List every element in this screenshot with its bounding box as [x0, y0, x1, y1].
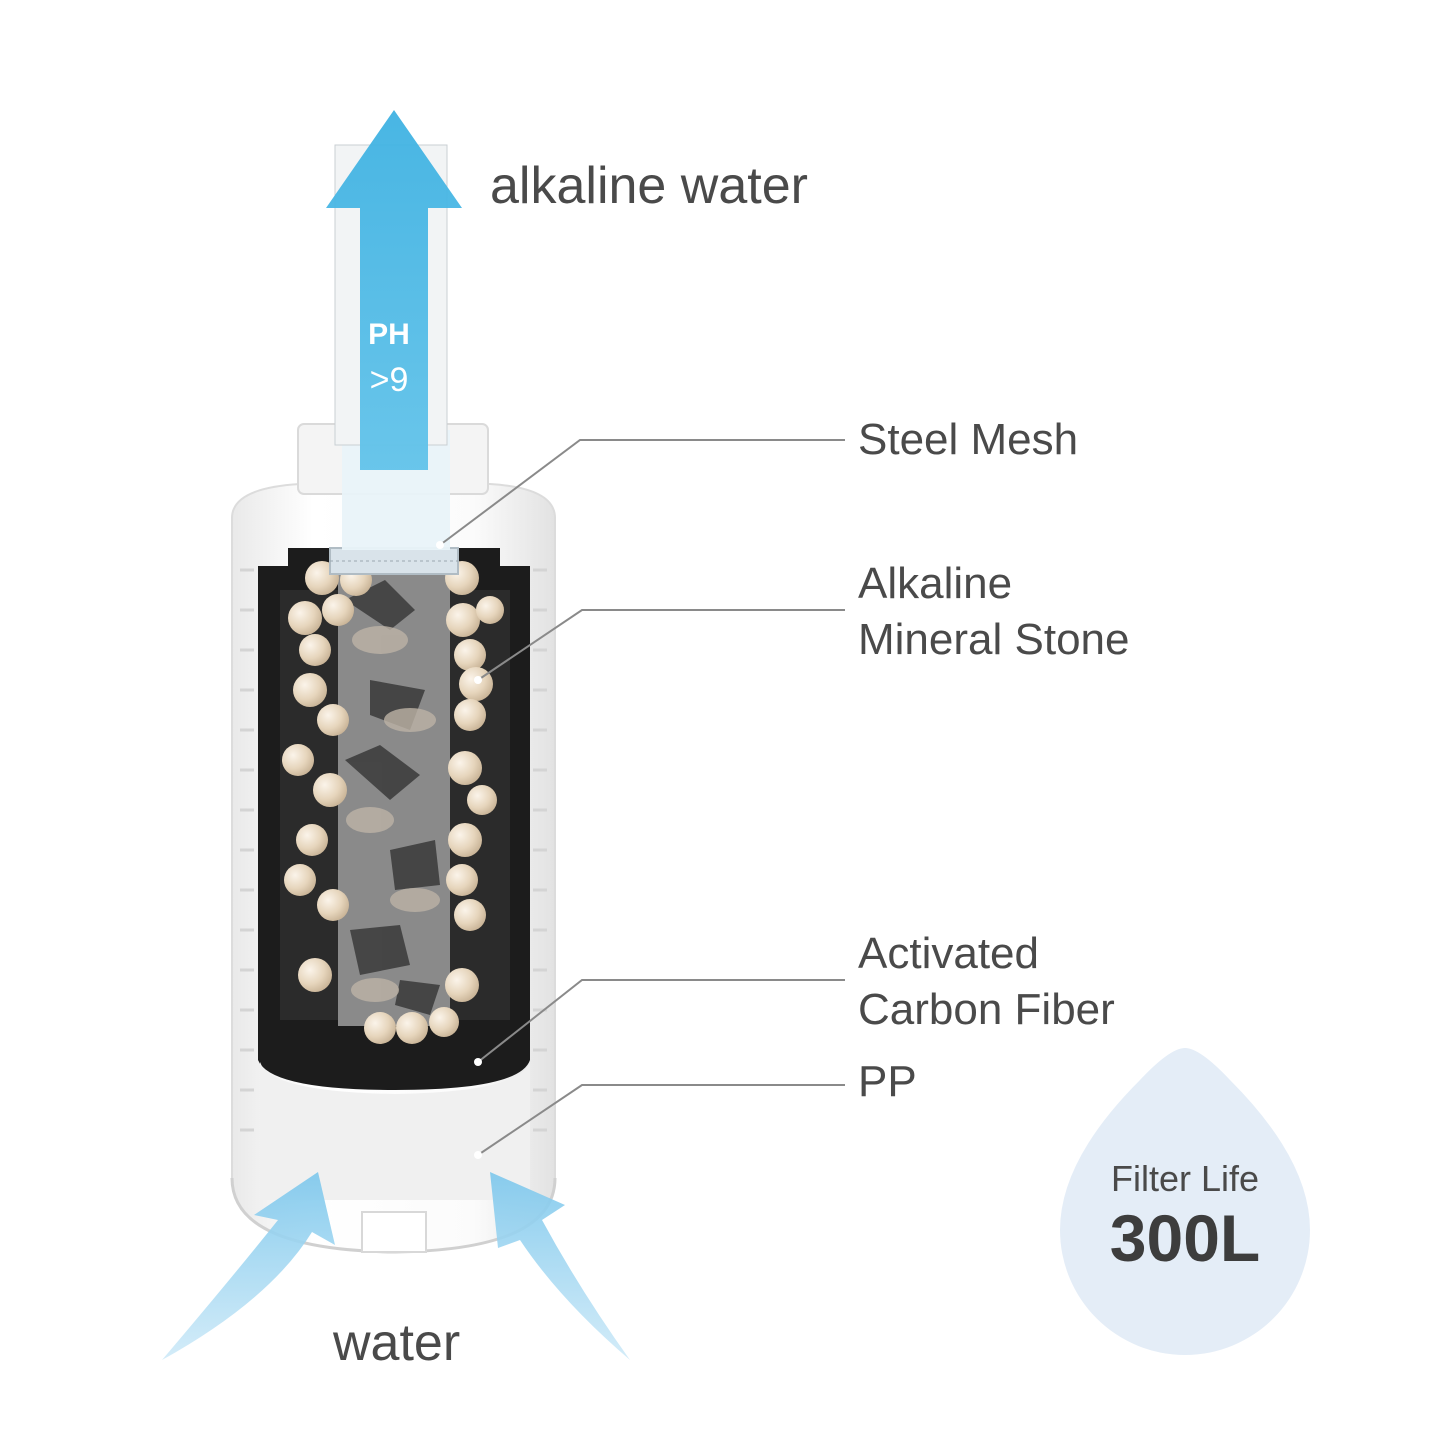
pp-layer	[260, 1062, 530, 1200]
carbon-label-line2: Carbon Fiber	[858, 985, 1115, 1034]
filter-life-label: Filter Life	[1110, 1158, 1260, 1199]
inlet-label: water	[333, 1314, 461, 1372]
alkaline-label-line1: Alkaline	[858, 559, 1013, 608]
ph-label: PH	[368, 318, 410, 351]
ph-value: >9	[369, 361, 409, 399]
water-drop-icon	[1060, 1048, 1310, 1355]
pp-label: PP	[858, 1057, 917, 1106]
inlet-arrow-icon	[162, 1172, 630, 1360]
alkaline-label-line2: Mineral Stone	[858, 615, 1130, 664]
steel-mesh	[329, 547, 459, 575]
carbon-column	[338, 556, 450, 1026]
leader-lines	[439, 439, 845, 1156]
steel-mesh-label: Steel Mesh	[858, 415, 1079, 464]
filter-life-value: 300L	[1109, 1201, 1261, 1275]
up-arrow-icon	[326, 110, 462, 470]
carbon-label-line1: Activated	[858, 929, 1039, 978]
outlet-label: alkaline water	[490, 157, 808, 215]
